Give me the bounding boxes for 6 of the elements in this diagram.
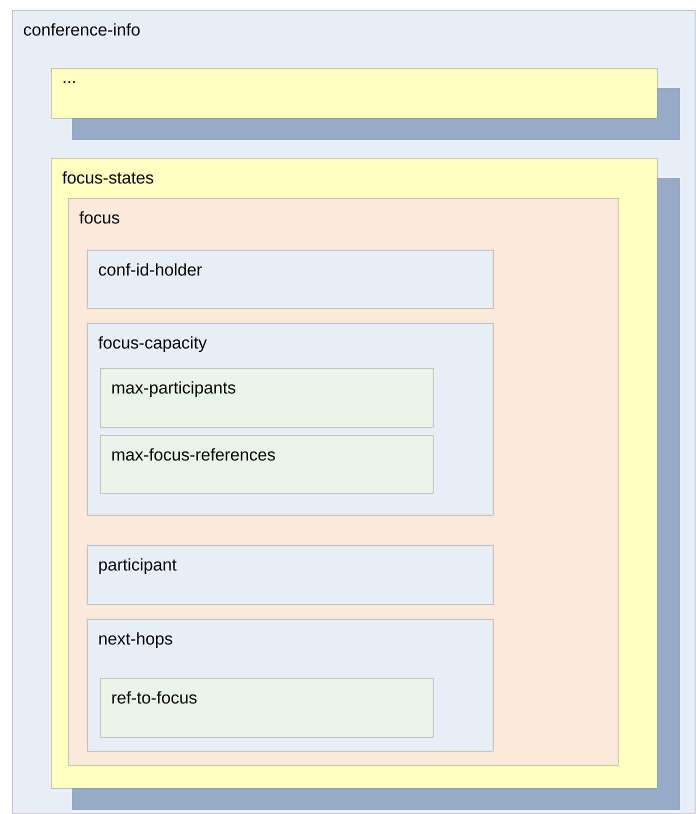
nested-box: ... xyxy=(51,68,658,118)
nested-box: conf-id-holder xyxy=(87,250,494,308)
nested-box: ref-to-focus xyxy=(100,678,434,738)
nested-box: max-participants xyxy=(100,368,434,428)
nested-box: participant xyxy=(87,545,494,604)
nested-box: max-focus-references xyxy=(100,435,434,494)
